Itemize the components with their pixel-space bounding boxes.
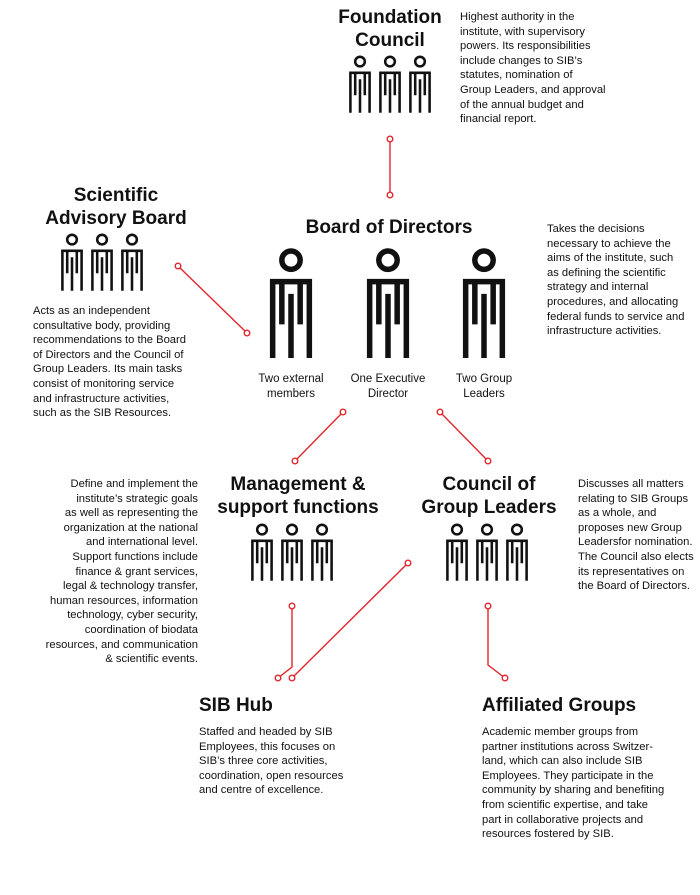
board-member-label-group-leaders: Two Group Leaders — [455, 373, 513, 400]
person-figure-icon — [269, 248, 313, 358]
affiliated-groups-title: Affiliated Groups — [482, 695, 637, 716]
person-figure-icon — [409, 55, 431, 113]
person-figure-icon — [446, 523, 468, 581]
advisory-board-title: Scientific Advisory Board — [45, 185, 187, 229]
board-member-label-external: Two external members — [258, 373, 324, 400]
management-title: Management & support functions — [217, 474, 379, 518]
management-description: Define and implement the institute’s str… — [45, 478, 198, 666]
board-of-directors-description: Takes the decisions necessary to achieve… — [547, 223, 685, 338]
connector-node — [339, 408, 347, 416]
connector-node — [291, 457, 299, 465]
foundation-council-title: Foundation Council — [338, 7, 442, 51]
connector-node — [243, 329, 251, 337]
affiliated-groups-description: Academic member groups from partner inst… — [482, 726, 665, 841]
person-figure-icon — [61, 233, 83, 291]
connector-board-management — [294, 411, 344, 462]
connector-node — [386, 135, 394, 143]
person-figure-icon — [91, 233, 113, 291]
connector-management-hub — [277, 606, 293, 679]
sib-hub-description: Staffed and headed by SIB Employees, thi… — [199, 726, 344, 797]
person-figure-icon — [476, 523, 498, 581]
council-title: Council of Group Leaders — [421, 474, 557, 518]
connector-node — [386, 191, 394, 199]
connector-node — [436, 408, 444, 416]
connector-node — [288, 602, 296, 610]
connector-node — [484, 457, 492, 465]
foundation-council-description: Highest authority in the institute, with… — [460, 11, 606, 126]
person-figure-icon — [121, 233, 143, 291]
connector-node — [404, 559, 412, 567]
board-member-label-executive: One Executive Director — [350, 373, 426, 400]
person-figure-icon — [366, 248, 410, 358]
person-figure-icon — [311, 523, 333, 581]
person-figure-icon — [506, 523, 528, 581]
person-figure-icon — [462, 248, 506, 358]
sib-hub-title: SIB Hub — [199, 695, 273, 716]
person-figure-icon — [349, 55, 371, 113]
connector-node — [288, 674, 296, 682]
person-figure-icon — [251, 523, 273, 581]
person-figure-icon — [379, 55, 401, 113]
advisory-board-description: Acts as an independent consultative body… — [33, 305, 186, 420]
connector-node — [501, 674, 509, 682]
connector-node — [484, 602, 492, 610]
person-figure-icon — [281, 523, 303, 581]
council-description: Discusses all matters relating to SIB Gr… — [578, 478, 694, 593]
connector-node — [274, 674, 282, 682]
connector-board-council — [439, 411, 489, 462]
connector-council-affiliated — [487, 606, 506, 679]
connector-node — [174, 262, 182, 270]
board-of-directors-title: Board of Directors — [305, 217, 473, 238]
